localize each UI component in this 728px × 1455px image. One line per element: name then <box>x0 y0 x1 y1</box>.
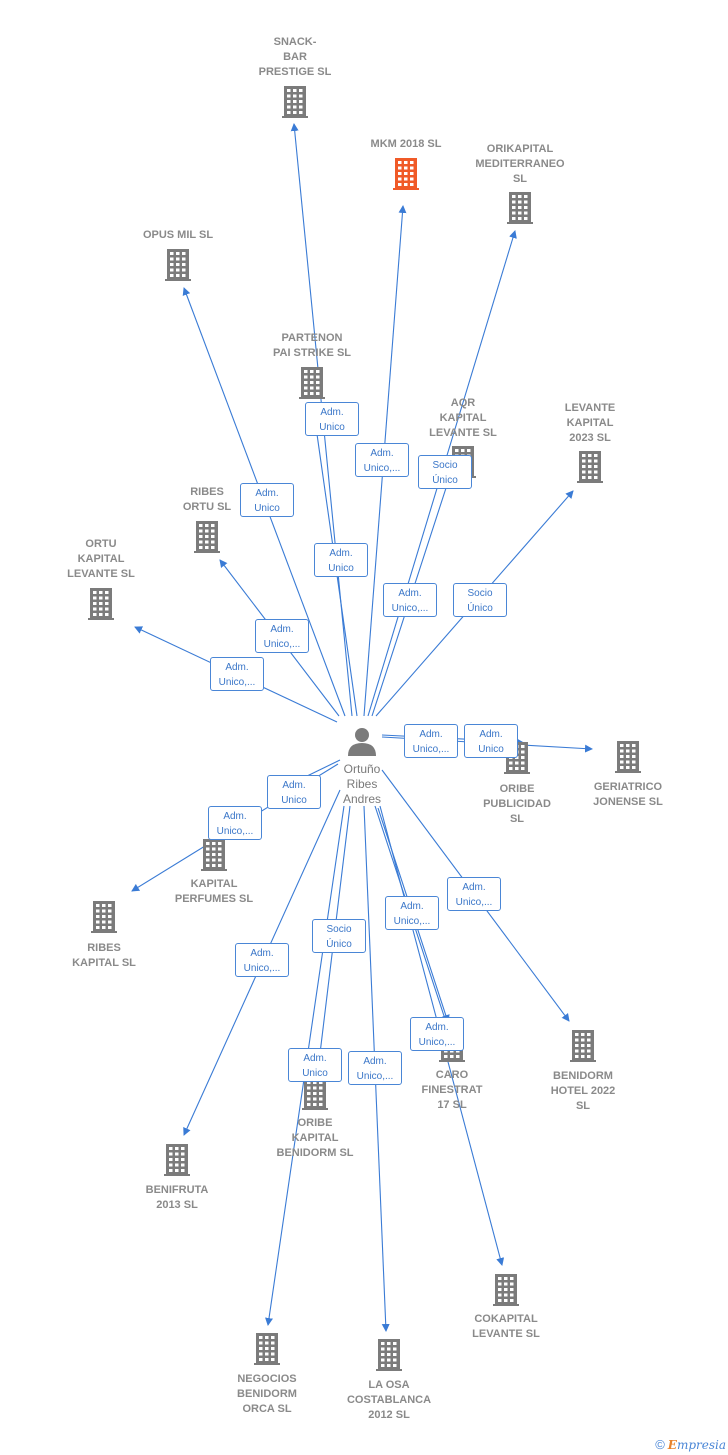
relation-label-orikapital[interactable]: Adm. Unico,... <box>383 583 437 617</box>
building-icon-benifruta[interactable] <box>164 1144 190 1176</box>
company-label-opus[interactable]: OPUS MIL SL <box>142 229 214 241</box>
company-label-ribesortu[interactable]: RIBES ORTU SL <box>182 486 232 513</box>
building-icon-ribesortu[interactable] <box>194 521 220 553</box>
company-label-geriatrico[interactable]: GERIATRICO JONENSE SL <box>593 781 663 808</box>
building-icon-opus[interactable] <box>165 249 191 281</box>
relation-label-benidormhotel[interactable]: Adm. Unico,... <box>447 877 501 911</box>
building-icon-laosa[interactable] <box>376 1339 402 1371</box>
company-label-cokapital[interactable]: COKAPITAL LEVANTE SL <box>472 1313 540 1340</box>
company-label-mkm[interactable]: MKM 2018 SL <box>370 138 442 150</box>
company-label-aqr[interactable]: AQR KAPITAL LEVANTE SL <box>429 397 497 439</box>
footer-brand: ©Empresia <box>655 1437 726 1452</box>
company-label-levante2023[interactable]: LEVANTE KAPITAL 2023 SL <box>564 402 616 444</box>
building-icon-oribekap[interactable] <box>302 1078 328 1110</box>
relation-label-ribeskapital[interactable]: Adm. Unico,... <box>208 806 262 840</box>
company-label-benifruta[interactable]: BENIFRUTA 2013 SL <box>145 1184 209 1211</box>
relation-label-geriatrico[interactable]: Adm. Unico <box>464 724 518 758</box>
building-icon-benidormhotel[interactable] <box>570 1030 596 1062</box>
brand-logo[interactable]: Empresia <box>667 1438 726 1452</box>
relation-label-caro[interactable]: Adm. Unico,... <box>385 896 439 930</box>
relation-label-oribekap2[interactable]: Adm. Unico <box>288 1048 342 1082</box>
building-icon-ribeskapital[interactable] <box>91 901 117 933</box>
relation-label-snack[interactable]: Adm. Unico <box>305 402 359 436</box>
company-label-ortukapital[interactable]: ORTU KAPITAL LEVANTE SL <box>67 538 135 580</box>
building-icon-orikapital[interactable] <box>507 192 533 224</box>
copyright-symbol: © <box>655 1437 665 1452</box>
building-icon-snack[interactable] <box>282 86 308 118</box>
person-icon <box>348 728 376 756</box>
relation-label-oribekap[interactable]: Socio Único <box>312 919 366 953</box>
relation-label-ribesortu[interactable]: Adm. Unico,... <box>255 619 309 653</box>
relation-label-oribepub[interactable]: Adm. Unico,... <box>404 724 458 758</box>
company-label-partenon[interactable]: PARTENON PAI STRIKE SL <box>272 332 352 359</box>
company-label-negocios[interactable]: NEGOCIOS BENIDORM ORCA SL <box>237 1373 297 1415</box>
company-label-orikapital[interactable]: ORIKAPITAL MEDITERRANEO SL <box>475 143 565 185</box>
company-label-oribepub[interactable]: ORIBE PUBLICIDAD SL <box>483 783 551 825</box>
building-icon-geriatrico[interactable] <box>615 741 641 773</box>
building-icon-mkm[interactable] <box>393 158 419 190</box>
relation-label-kapitalperf[interactable]: Adm. Unico <box>267 775 321 809</box>
company-label-caro[interactable]: CARO FINESTRAT 17 SL <box>421 1069 483 1111</box>
company-label-benidormhotel[interactable]: BENIDORM HOTEL 2022 SL <box>550 1070 616 1112</box>
building-icon-negocios[interactable] <box>254 1333 280 1365</box>
relation-label-benifruta[interactable]: Adm. Unico,... <box>235 943 289 977</box>
person-name[interactable]: Ortuño Ribes Andres <box>342 762 382 806</box>
building-icon-levante2023[interactable] <box>577 451 603 483</box>
building-icon-kapitalperf[interactable] <box>201 839 227 871</box>
company-label-kapitalperf[interactable]: KAPITAL PERFUMES SL <box>174 878 254 905</box>
company-label-snack[interactable]: SNACK- BAR PRESTIGE SL <box>258 36 332 78</box>
relation-label-levante2023[interactable]: Socio Único <box>453 583 507 617</box>
company-label-oribekap[interactable]: ORIBE KAPITAL BENIDORM SL <box>276 1117 354 1159</box>
relation-label-mkm[interactable]: Adm. Unico,... <box>355 443 409 477</box>
relation-label-partenon[interactable]: Adm. Unico <box>314 543 368 577</box>
relation-label-aqr[interactable]: Socio Único <box>418 455 472 489</box>
relation-label-ortukapital[interactable]: Adm. Unico,... <box>210 657 264 691</box>
company-label-ribeskapital[interactable]: RIBES KAPITAL SL <box>72 942 136 969</box>
building-icon-partenon[interactable] <box>299 367 325 399</box>
relation-label-cokapital[interactable]: Adm. Unico,... <box>410 1017 464 1051</box>
building-icon-ortukapital[interactable] <box>88 588 114 620</box>
building-icon-cokapital[interactable] <box>493 1274 519 1306</box>
relation-label-opus[interactable]: Adm. Unico <box>240 483 294 517</box>
edge-aqr <box>371 447 461 717</box>
company-icons <box>88 86 641 1371</box>
company-label-laosa[interactable]: LA OSA COSTABLANCA 2012 SL <box>346 1379 432 1421</box>
relation-label-laosa[interactable]: Adm. Unico,... <box>348 1051 402 1085</box>
